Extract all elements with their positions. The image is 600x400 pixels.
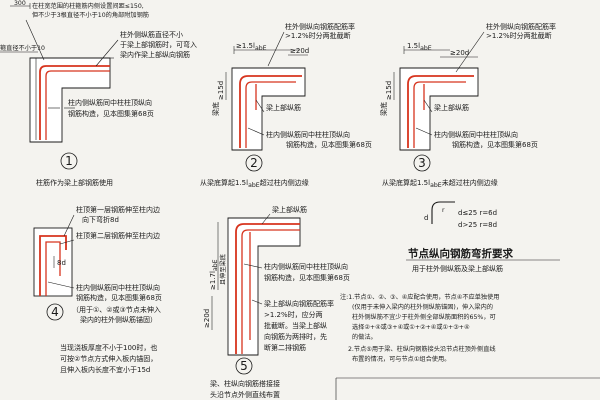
note-line-3: 柱外侧纵筋不宜少于柱外侧全部纵筋面积的65%，可 <box>352 313 496 321</box>
d5-dim-20d: ≥20d <box>203 309 211 328</box>
detail-3-caption: 从梁底算起1.5labE未超过柱内侧边缘 <box>382 178 498 189</box>
d1-label-bot1: 柱内侧纵筋同中柱柱顶纵向 <box>68 98 152 107</box>
detail-2: ≥1.5labE ≥20d ≥15d 梁底 柱外侧纵向钢筋配筋率 >1.2%时分… <box>200 22 372 189</box>
d2-dim-len: ≥1.5labE <box>236 42 267 52</box>
d3-label-mid: 梁上部纵筋 <box>434 103 469 112</box>
rebar-inner-5 <box>241 229 300 354</box>
d4-label-c1: 柱内侧纵筋同中柱柱顶纵向 <box>76 283 160 292</box>
bend-rule-2: d>25 r=8d <box>458 221 497 229</box>
dim-300: 300 <box>14 0 26 7</box>
rebar-inner-3 <box>413 81 466 148</box>
d4-note1: 当现浇板厚度不小于100时，也 <box>60 343 157 352</box>
detail-4: 8d 柱顶第一层钢筋伸至柱内边 向下弯折8d 柱顶第二层钢筋伸至柱内边 柱内侧纵… <box>33 205 162 374</box>
top-notes: 300 在柱宽范围的柱箍筋内侧设置间距≤150, 但不少于3根直径不小于10的角… <box>0 0 149 53</box>
d4-dim-8d: 8d <box>57 259 66 267</box>
detail-5-number-circle <box>235 357 253 375</box>
d2-label-top1: 柱外侧纵向钢筋配筋率 <box>285 22 355 31</box>
detail-3: 1.5labE ≥20d ≥15d 梁底 柱外侧纵向钢筋配筋率 >1.2%时分两… <box>379 22 556 189</box>
d3-beam-label: 梁底 <box>379 102 388 116</box>
rebar-outer-1 <box>39 65 110 140</box>
d5-label-b1: 梁上部纵向钢筋配筋率 <box>264 299 334 308</box>
d5-label-a2: 钢筋构造，见本图集第68页 <box>264 273 350 282</box>
d5-caption1: 梁、柱纵向钢筋搭接接 <box>210 379 280 388</box>
d4-caption2: 梁内的柱外侧纵筋锚固） <box>80 315 157 324</box>
d3-dim-20d: ≥20d <box>450 49 469 57</box>
d2-label-bot2: 钢筋构造，见本图集第68页 <box>286 140 372 149</box>
d4-caption1: （用于①、②或③节点未伸入 <box>72 305 161 314</box>
bend-requirement: d r d≤25 r=6d d>25 r=8d 节点纵向钢筋弯折要求 用于柱外侧… <box>406 201 560 273</box>
note-line-1: 注:1.节点①、②、③、④应配合使用，节点④不应单独使用 <box>340 293 499 301</box>
d3-label-bot1: 柱内侧纵筋同中柱柱顶纵向 <box>434 130 518 139</box>
detail-5-number: 5 <box>240 359 248 373</box>
rebar-outer-5 <box>235 223 300 354</box>
d3-label-bot2: 钢筋构造，见本图集第68页 <box>452 140 538 149</box>
bend-rule-1: d≤25 r=6d <box>458 209 497 217</box>
d3-dim-len: 1.5labE <box>407 42 432 52</box>
d4-label-a1: 柱顶第一层钢筋伸至柱内边 <box>76 205 160 214</box>
top-note-line3: 箍直径不小于10 <box>0 44 45 52</box>
rebar-outer-2 <box>239 75 302 148</box>
d4-label-c2: 钢筋构造，见本图集第68页 <box>76 293 162 302</box>
note-line-4: 选择②+④或③+④或①+②+④或①+③+④ <box>352 323 470 331</box>
note-line-5: 的做法。 <box>352 333 377 341</box>
detail-4-number: 4 <box>51 305 59 319</box>
d5-label-b5: 断第二排钢筋 <box>264 343 306 352</box>
d5-label-top: 梁上部纵筋 <box>272 205 307 214</box>
note-line-6: 2.节点⑤用于梁、柱纵向钢筋接头沿节点柱顶外侧直线 <box>348 345 496 353</box>
bend-subtitle: 用于柱外侧纵筋及梁上部纵筋 <box>412 264 503 273</box>
bend-shape <box>431 201 455 224</box>
d4-label-b1: 柱顶第二层钢筋伸至柱内边 <box>76 231 160 240</box>
rebar-inner-2 <box>245 81 296 148</box>
d2-label-top2: >1.2%时分两批截断 <box>285 31 351 40</box>
d3-label-top2: >1.2%时分两批截断 <box>486 31 552 40</box>
d5-label-a1: 柱内侧纵筋同中柱柱顶纵向 <box>264 262 348 271</box>
d3-label-top1: 柱外侧纵向钢筋配筋率 <box>486 22 556 31</box>
d1-label-bot2: 钢筋构造，见本图集第68页 <box>68 109 154 118</box>
rebar-outer-3 <box>407 75 474 148</box>
d1-label-top3: 梁内作梁上部纵向钢筋 <box>120 50 190 59</box>
note-line-2: (仅用于未伸入梁内的柱外侧纵筋锚固)，伸入梁内的 <box>352 303 493 311</box>
d1-label-top1: 柱外侧纵筋直径不小 <box>120 30 183 39</box>
notes-block: 注:1.节点①、②、③、④应配合使用，节点④不应单独使用 (仅用于未伸入梁内的柱… <box>335 293 600 400</box>
d4-note3: 且伸入板内长度不宜小于15d <box>60 365 150 374</box>
d2-beam-label: 梁底 <box>211 102 220 116</box>
detail-3-number-circle <box>413 154 431 172</box>
detail-2-caption: 从梁底算起1.5labE超过柱内侧边缘 <box>200 178 309 189</box>
d2-dim-20d: ≥20d <box>290 47 309 55</box>
d2-dim-15d: ≥15d <box>217 81 225 100</box>
top-note-line2: 但不少于3根直径不小于10的角部附加钢筋 <box>32 11 149 19</box>
d5-dim-17: ≥1.7labE <box>209 259 219 290</box>
d4-note2: 可按②节点方式伸入板内锚固， <box>60 354 157 363</box>
concrete-outline-2 <box>231 67 306 151</box>
detail-1: 柱外侧纵筋直径不小 于梁上部钢筋时，可弯入 梁内作梁上部纵向钢筋 柱内侧纵筋同中… <box>25 19 197 187</box>
top-note-line1: 在柱宽范围的柱箍筋内侧设置间距≤150, <box>32 2 144 10</box>
d4-label-a2: 向下弯折8d <box>82 215 119 224</box>
d5-dim-17-note: 且伸至梁底 <box>219 254 227 285</box>
d3-dim-15d: ≥15d <box>385 81 393 100</box>
bend-r-label: r <box>442 207 445 214</box>
rebar-layer2-4 <box>45 241 61 296</box>
d5-caption2: 头沿节点外侧直线布置 <box>210 390 280 399</box>
rebar-layer1-4 <box>39 235 67 296</box>
d5-label-b2: >1.2%时，应分两 <box>264 310 323 319</box>
concrete-outline-5 <box>227 217 301 356</box>
detail-4-number-circle <box>46 303 64 321</box>
detail-3-number: 3 <box>418 156 426 170</box>
d5-label-b3: 批截断。当梁上部纵 <box>264 321 327 330</box>
detail-5: 梁上部纵筋 ≥1.7labE 且伸至梁底 ≥20d 柱内侧纵筋同中柱柱顶纵向 钢… <box>203 205 350 399</box>
detail-1-number: 1 <box>65 154 73 168</box>
rebar-inner-1 <box>45 70 110 140</box>
detail-2-number-circle <box>245 154 263 172</box>
d2-label-mid: 梁上部纵筋 <box>266 103 301 112</box>
detail-2-number: 2 <box>250 156 258 170</box>
detail-1-number-circle <box>60 152 78 170</box>
d2-label-bot1: 柱内侧纵筋同中柱柱顶纵向 <box>266 130 350 139</box>
d1-label-top2: 于梁上部钢筋时，可弯入 <box>120 40 197 49</box>
d5-label-b4: 向钢筋为两排时，先 <box>264 332 327 341</box>
note-line-7: 布置的情况，可与节点①组合使用。 <box>352 355 450 363</box>
bend-d-label: d <box>424 214 428 222</box>
detail-1-caption: 柱筋作为梁上部钢筋使用 <box>36 178 113 187</box>
bend-title: 节点纵向钢筋弯折要求 <box>408 247 513 260</box>
